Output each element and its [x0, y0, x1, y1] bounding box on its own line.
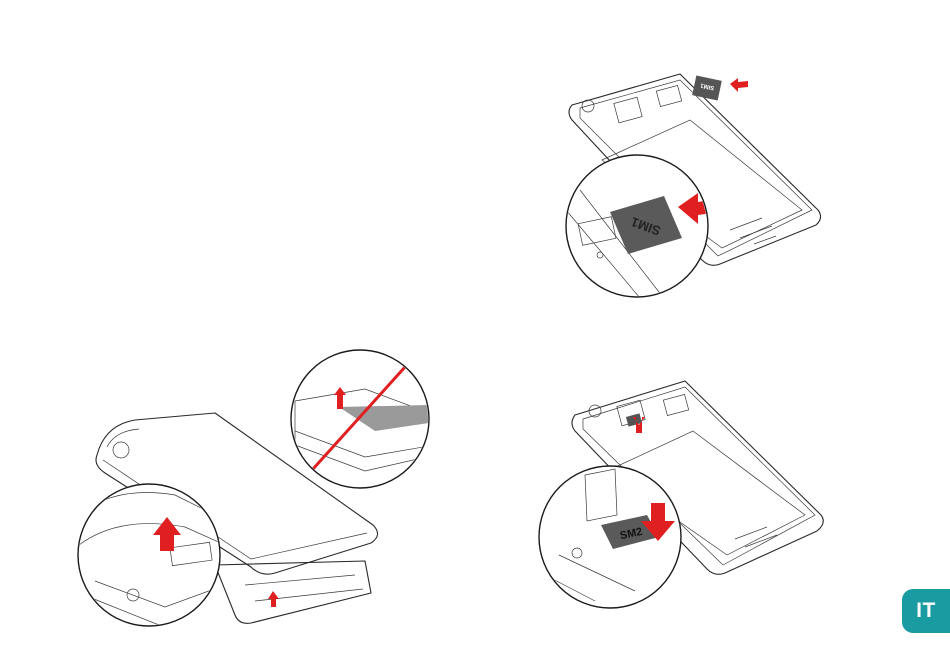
language-badge: IT: [902, 589, 950, 633]
insert-arrow-small: [730, 78, 748, 92]
phone-body: [215, 561, 371, 623]
insert-sim1-illustration: SIM1 SIM1: [540, 60, 840, 310]
zoom-circle-left: [78, 484, 220, 626]
lift-arrow-small: [268, 591, 279, 607]
insert-sim2-illustration: SM2: [535, 375, 835, 610]
remove-cover-illustration: [75, 345, 450, 630]
